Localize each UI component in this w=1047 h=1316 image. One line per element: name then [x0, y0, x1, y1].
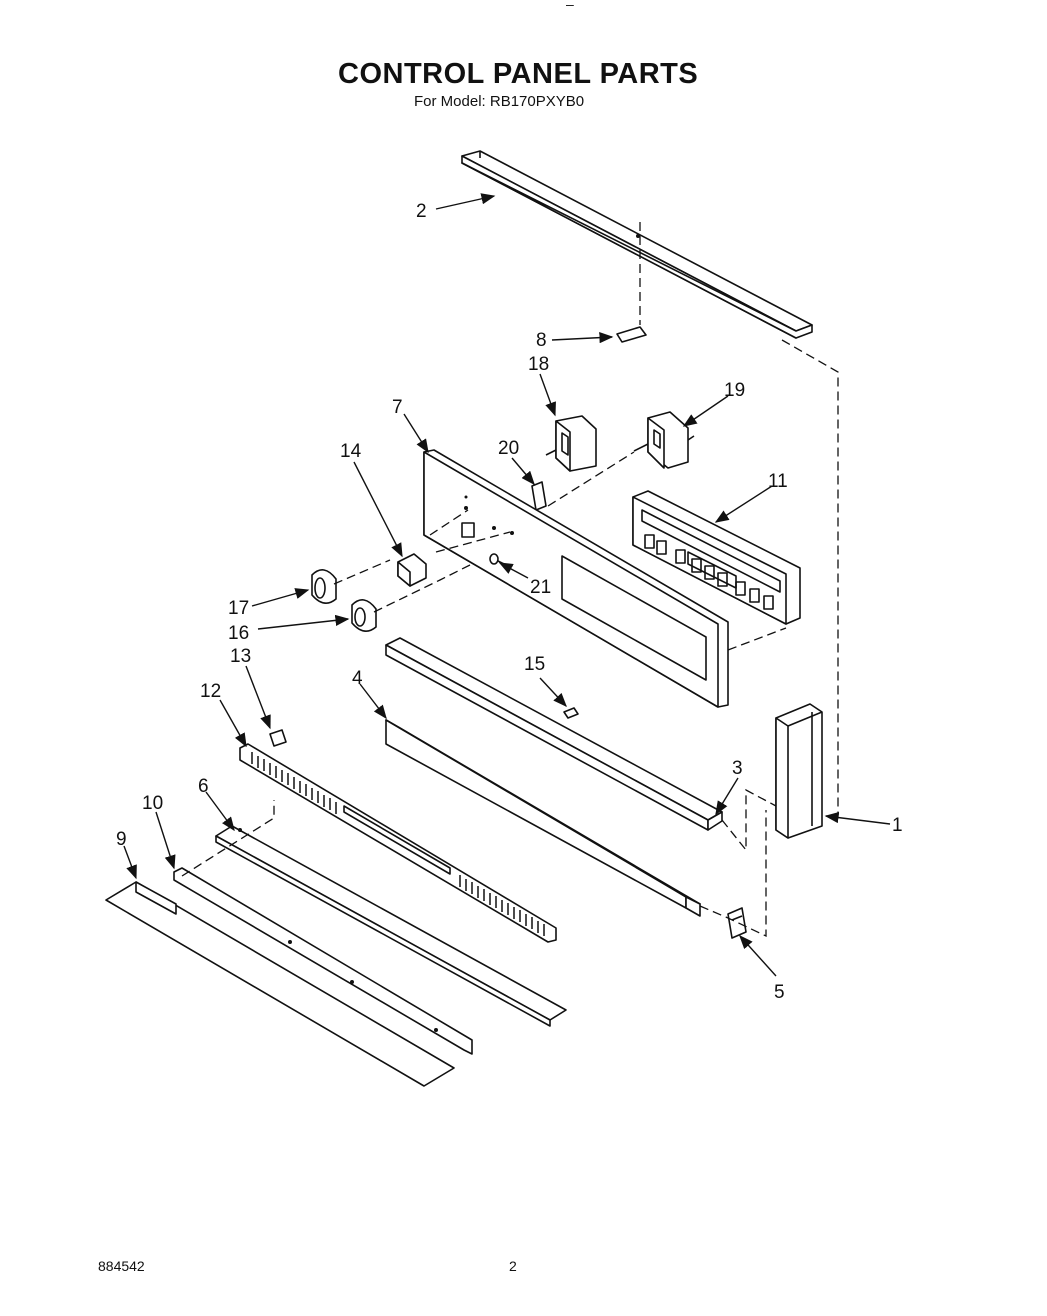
- callout-leaders: [123, 193, 891, 977]
- part-14-knob: [397, 553, 427, 587]
- callout-16: 16: [228, 623, 249, 644]
- callout-15: 15: [524, 654, 545, 675]
- callout-12: 12: [200, 681, 221, 702]
- assembly-guide-lines: [181, 222, 839, 938]
- part-20-bracket: [531, 481, 547, 511]
- part-19-switch: [633, 411, 695, 469]
- callout-7: 7: [392, 397, 403, 418]
- document-number: 884542: [98, 1258, 145, 1274]
- part-11-electronic-control: [632, 490, 801, 625]
- callout-numbers: 1 2 3 4 5 6 7 8 9 10 11 12 13 14 15 16 1…: [116, 201, 903, 1003]
- callout-6: 6: [198, 776, 209, 797]
- page-title: CONTROL PANEL PARTS: [338, 58, 699, 90]
- part-1-end-cap: [775, 703, 823, 839]
- part-7-control-panel: [423, 449, 729, 708]
- part-17-knob: [311, 569, 337, 604]
- part-15-clip: [563, 707, 579, 719]
- callout-21: 21: [530, 577, 551, 598]
- callout-19: 19: [724, 380, 745, 401]
- part-3-trim-channel: [385, 637, 723, 831]
- part-12-vent-grille: [239, 743, 557, 943]
- callout-2: 2: [416, 201, 427, 222]
- part-16-knob: [351, 599, 377, 632]
- callout-13: 13: [230, 646, 251, 667]
- callout-8: 8: [536, 330, 547, 351]
- callout-1: 1: [892, 815, 903, 836]
- callout-3: 3: [732, 758, 743, 779]
- callout-14: 14: [340, 441, 362, 462]
- part-6-channel: [215, 825, 567, 1027]
- callout-11: 11: [768, 471, 788, 492]
- callout-9: 9: [116, 829, 127, 850]
- page-number: 2: [509, 1258, 517, 1274]
- callout-20: 20: [498, 438, 519, 459]
- callout-4: 4: [352, 668, 363, 689]
- callout-18: 18: [528, 354, 549, 375]
- part-13-clip: [269, 729, 287, 747]
- part-10-strip: [173, 867, 473, 1055]
- part-2-top-trim: [461, 150, 813, 339]
- top-mark: –: [566, 0, 574, 12]
- part-5-bracket: [727, 907, 747, 939]
- part-4-lower-trim: [385, 719, 701, 917]
- callout-10: 10: [142, 793, 163, 814]
- part-18-switch: [545, 415, 597, 472]
- model-subtitle: For Model: RB170PXYB0: [414, 93, 585, 110]
- callout-17: 17: [228, 598, 249, 619]
- part-8-clip: [616, 326, 647, 343]
- callout-5: 5: [774, 982, 785, 1003]
- part-9-bottom-panel: [105, 881, 455, 1087]
